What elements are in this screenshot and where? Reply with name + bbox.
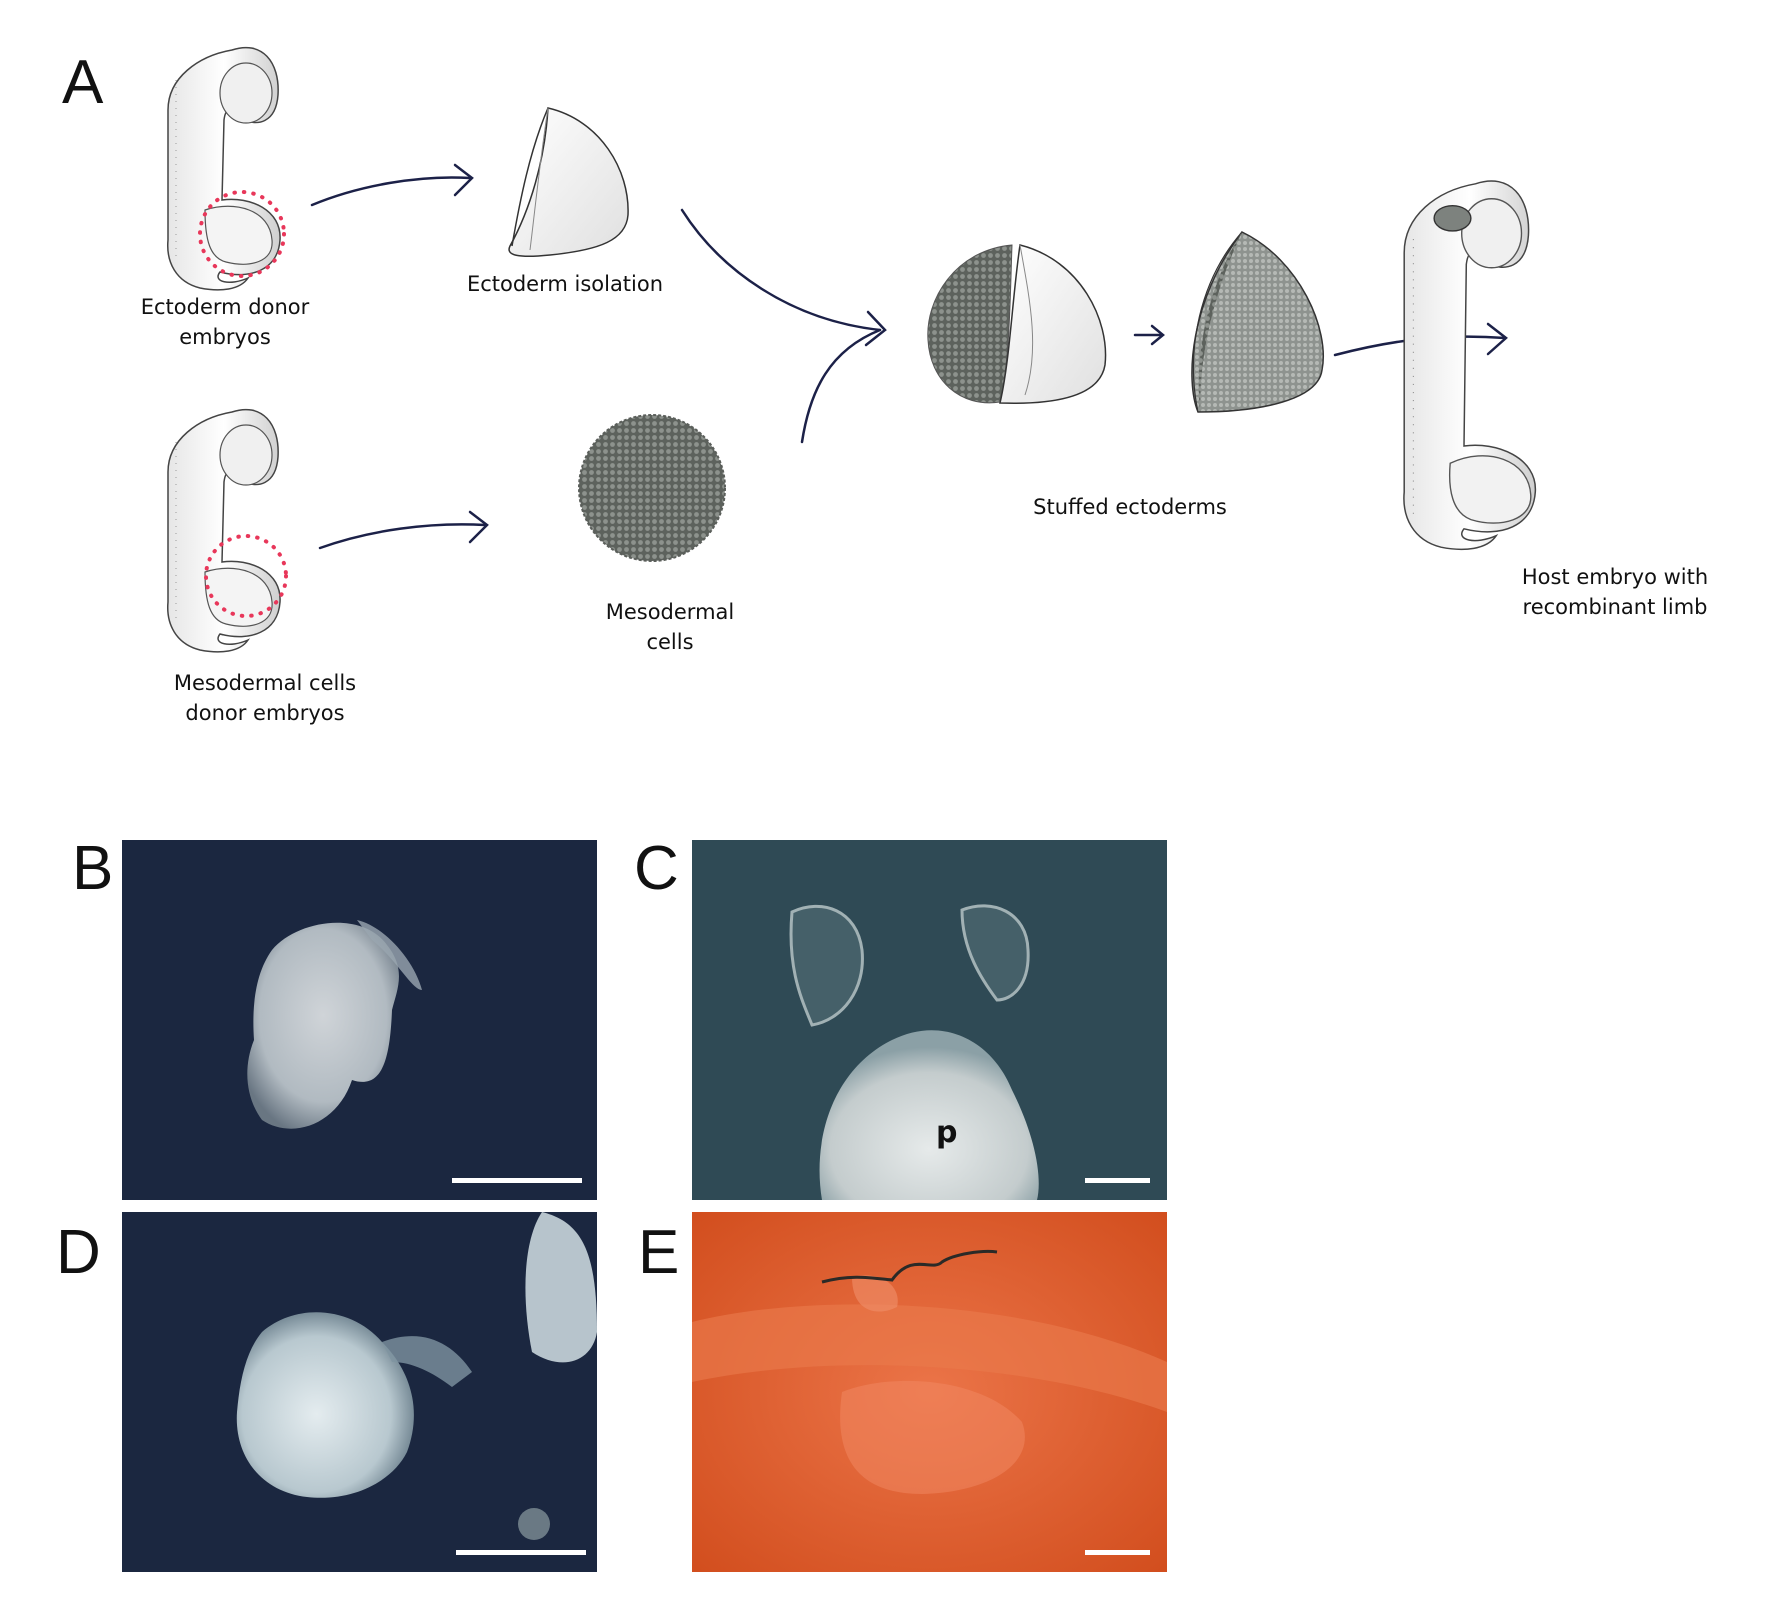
scale-bar-d bbox=[456, 1550, 586, 1555]
label-mesodermal-cells-line2: cells bbox=[646, 630, 694, 654]
photo-e bbox=[692, 1212, 1167, 1572]
arrow-cells-to-stuffed bbox=[800, 328, 882, 444]
scale-bar-e bbox=[1085, 1550, 1150, 1555]
stuffed-ectoderm-2 bbox=[1191, 231, 1324, 413]
schematic-diagram bbox=[167, 46, 1537, 653]
label-mesodermal-donor-line1: Mesodermal cells bbox=[173, 671, 357, 695]
photo-d bbox=[122, 1212, 597, 1572]
photo-c-label-p: p bbox=[936, 1115, 958, 1150]
photo-b bbox=[122, 840, 597, 1200]
arrow-merge-head bbox=[864, 310, 887, 347]
stuffed-ectoderm-1 bbox=[927, 244, 1107, 404]
label-ectoderm-donor-line1: Ectoderm donor bbox=[140, 295, 310, 319]
arrow-stuffed-to-stuffed-head bbox=[1150, 324, 1165, 346]
label-mesodermal-cells-line1: Mesodermal bbox=[605, 600, 735, 624]
scale-bar-c bbox=[1085, 1178, 1150, 1183]
label-mesodermal-donor-line2: donor embryos bbox=[185, 701, 345, 725]
arrow-to-mesodermal-cells bbox=[318, 523, 487, 550]
mesodermal-donor-embryo bbox=[167, 408, 288, 653]
arrow-to-isolation bbox=[310, 176, 472, 207]
arrow-to-host-head bbox=[1486, 322, 1508, 356]
arrow-to-mesodermal-cells-head bbox=[468, 510, 489, 544]
ectoderm-donor-dotted-circle bbox=[198, 190, 286, 278]
label-ectoderm-donor: Ectoderm donor embryos bbox=[110, 292, 340, 352]
label-ectoderm-donor-line2: embryos bbox=[179, 325, 271, 349]
mesodermal-donor-dotted-circle bbox=[204, 534, 288, 618]
label-mesodermal-cells: Mesodermal cells bbox=[570, 597, 770, 657]
panel-label-b: B bbox=[72, 834, 114, 903]
photo-c: p bbox=[692, 840, 1167, 1200]
arrow-isolation-to-stuffed bbox=[680, 208, 882, 332]
panel-label-c: C bbox=[634, 834, 679, 903]
ectoderm-shell bbox=[508, 107, 629, 258]
host-embryo bbox=[1403, 180, 1537, 551]
panel-label-d: D bbox=[56, 1218, 101, 1287]
label-mesodermal-donor: Mesodermal cells donor embryos bbox=[145, 668, 385, 728]
scale-bar-b bbox=[452, 1178, 582, 1183]
ectoderm-donor-embryo bbox=[167, 46, 286, 291]
mesodermal-cell-ball bbox=[578, 414, 726, 562]
label-host-embryo: Host embryo with recombinant limb bbox=[1490, 562, 1740, 622]
panel-label-a: A bbox=[62, 48, 104, 117]
arrow-to-isolation-head bbox=[453, 163, 474, 197]
label-host-embryo-line2: recombinant limb bbox=[1522, 595, 1708, 619]
label-stuffed-ectoderms: Stuffed ectoderms bbox=[1033, 495, 1227, 519]
label-ectoderm-isolation: Ectoderm isolation bbox=[466, 272, 664, 296]
label-host-embryo-line1: Host embryo with bbox=[1521, 565, 1709, 589]
panel-label-e: E bbox=[638, 1218, 680, 1287]
